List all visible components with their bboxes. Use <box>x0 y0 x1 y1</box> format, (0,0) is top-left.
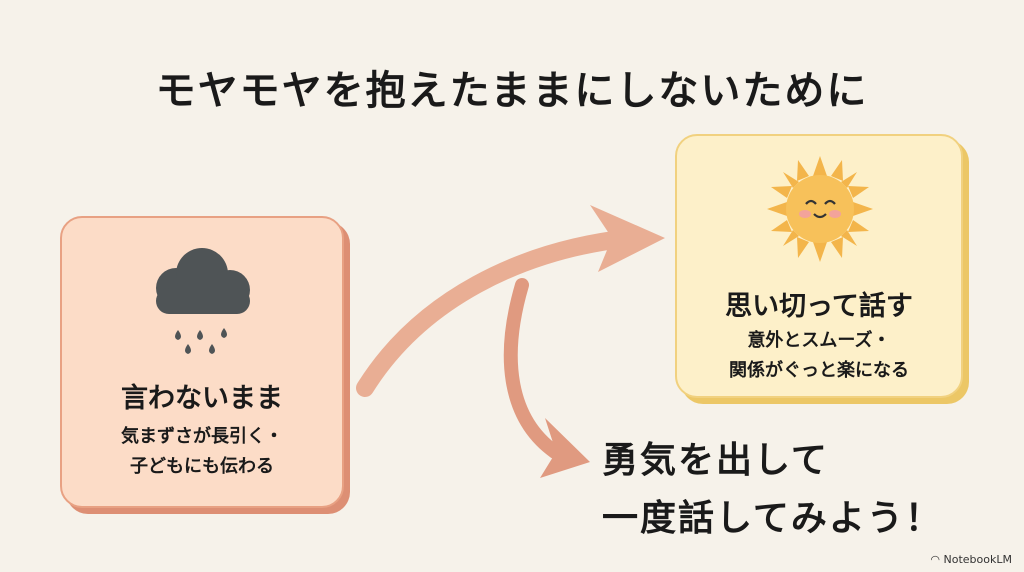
keep-silent-card: 言わないまま 気まずさが長引く・ 子どもにも伝わる <box>60 216 344 508</box>
arrow-to-talk <box>356 205 665 397</box>
cta-line: 一度話してみよう！ <box>602 498 943 539</box>
brand-watermark: ◠ NotebookLM <box>930 553 1012 566</box>
cta-line: 勇気を出して <box>602 440 829 481</box>
speak-up-title: 思い切って話す <box>725 291 913 322</box>
description-line: 関係がぐっと楽になる <box>729 360 909 381</box>
notebooklm-logo-icon: ◠ <box>930 553 944 566</box>
smiling-sun-icon <box>767 156 873 262</box>
arrow-to-courage <box>503 278 590 478</box>
speak-up-card: 思い切って話す 意外とスムーズ・ 関係がぐっと楽になる <box>675 134 963 398</box>
description-line: 子どもにも伝わる <box>130 456 274 477</box>
call-to-action: 勇気を出して 一度話してみよう！ <box>602 432 943 548</box>
keep-silent-description: 気まずさが長引く・ 子どもにも伝わる <box>62 422 342 482</box>
rain-cloud-icon <box>156 248 250 354</box>
description-line: 意外とスムーズ・ <box>747 330 891 351</box>
speak-up-description: 意外とスムーズ・ 関係がぐっと楽になる <box>677 326 961 386</box>
keep-silent-title: 言わないまま <box>121 383 283 414</box>
slide-title: モヤモヤを抱えたままにしないために <box>155 68 869 114</box>
brand-label: NotebookLM <box>943 553 1012 566</box>
description-line: 気まずさが長引く・ <box>121 426 283 447</box>
